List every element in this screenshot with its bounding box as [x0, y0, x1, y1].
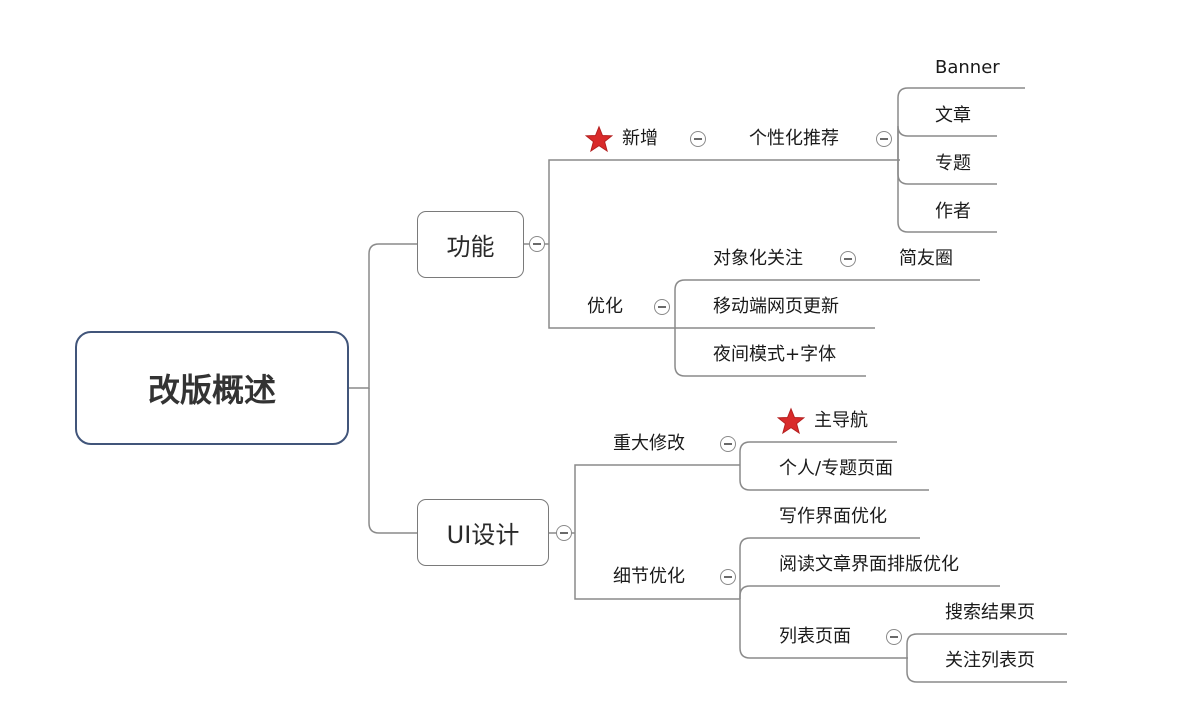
topic-banner[interactable]: Banner	[935, 57, 1000, 78]
collapse-major-toggle[interactable]	[720, 436, 736, 452]
topic-follow-list[interactable]: 关注列表页	[945, 650, 1035, 671]
star-icon	[585, 125, 613, 153]
topic-ui-design[interactable]: UI设计	[417, 499, 549, 566]
topic-features[interactable]: 功能	[417, 211, 524, 278]
topic-major-changes[interactable]: 重大修改	[613, 433, 685, 454]
topic-added[interactable]: 新增	[622, 128, 658, 149]
collapse-added-toggle[interactable]	[690, 131, 706, 147]
collapse-features-toggle[interactable]	[529, 236, 545, 252]
topic-author[interactable]: 作者	[935, 201, 971, 222]
topic-special[interactable]: 专题	[935, 153, 971, 174]
collapse-ui-toggle[interactable]	[556, 525, 572, 541]
topic-article[interactable]: 文章	[935, 105, 971, 126]
collapse-personalized-toggle[interactable]	[876, 131, 892, 147]
topic-personalized-recommend[interactable]: 个性化推荐	[749, 128, 839, 149]
topic-personal-special-page[interactable]: 个人/专题页面	[779, 458, 894, 479]
star-icon	[777, 407, 805, 435]
topic-search-results[interactable]: 搜索结果页	[945, 602, 1035, 623]
collapse-object-follow-toggle[interactable]	[840, 251, 856, 267]
topic-jianyou-circle[interactable]: 简友圈	[899, 248, 953, 269]
topic-optimized[interactable]: 优化	[587, 296, 623, 317]
root-topic[interactable]: 改版概述	[75, 331, 349, 445]
topic-main-nav[interactable]: 主导航	[814, 410, 868, 431]
collapse-list-page-toggle[interactable]	[886, 629, 902, 645]
topic-object-follow[interactable]: 对象化关注	[713, 248, 803, 269]
topic-reading-layout[interactable]: 阅读文章界面排版优化	[779, 554, 959, 575]
topic-night-mode-font[interactable]: 夜间模式+字体	[713, 344, 837, 365]
topic-detail-optimize[interactable]: 细节优化	[613, 566, 685, 587]
topic-list-page[interactable]: 列表页面	[779, 626, 851, 647]
topic-mobile-web-update[interactable]: 移动端网页更新	[713, 296, 839, 317]
topic-writing-ui[interactable]: 写作界面优化	[779, 506, 887, 527]
collapse-detail-toggle[interactable]	[720, 569, 736, 585]
collapse-optimized-toggle[interactable]	[654, 299, 670, 315]
